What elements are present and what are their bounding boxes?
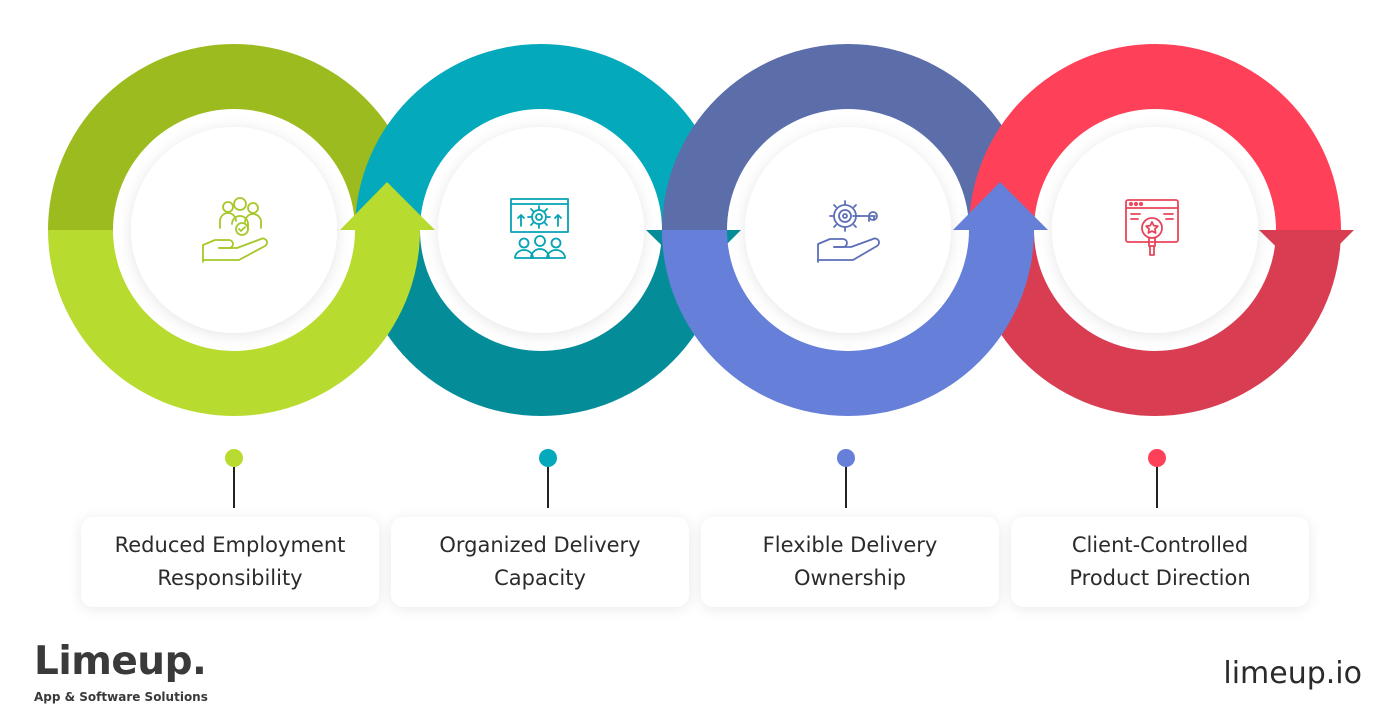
inner-circle-1 [131, 127, 337, 333]
brand-logo: Limeup. App & Software Solutions [34, 639, 208, 705]
step-card-1: Reduced Employment Responsibility [81, 517, 379, 607]
brand-tagline: App & Software Solutions [34, 690, 208, 704]
hand-team-check-icon [202, 197, 268, 263]
brand-name: Limeup. [34, 639, 207, 684]
browser-search-star-icon [1125, 199, 1179, 256]
step-card-3: Flexible Delivery Ownership [701, 517, 999, 607]
marker-dot-1 [225, 449, 243, 467]
step-label-4: Client-Controlled Product Direction [1069, 533, 1251, 590]
team-growth-board-icon [510, 198, 569, 259]
marker-dot-2 [539, 449, 557, 467]
marker-dot-4 [1148, 449, 1166, 467]
step-card-2: Organized Delivery Capacity [391, 517, 689, 607]
step-label-2: Organized Delivery Capacity [439, 533, 641, 590]
ring-1 [48, 44, 420, 230]
step-label-3: Flexible Delivery Ownership [762, 533, 938, 590]
arrow-down-4 [1259, 230, 1354, 277]
ring-2 [355, 44, 727, 416]
ring-1-bottom [48, 182, 435, 416]
arrow-up-3 [953, 182, 1048, 230]
ring-3-bottom [662, 182, 1048, 416]
ring-3 [662, 44, 1034, 230]
website-url: limeup.io [1223, 656, 1362, 691]
step-card-4: Client-Controlled Product Direction [1011, 517, 1309, 607]
inner-circle-2 [438, 127, 644, 333]
hand-target-key-icon [817, 200, 880, 263]
inner-circle-3 [745, 127, 951, 333]
step-label-1: Reduced Employment Responsibility [114, 533, 346, 590]
marker-dot-3 [837, 449, 855, 467]
arrow-up-1 [340, 182, 435, 230]
ring-4 [969, 44, 1341, 416]
